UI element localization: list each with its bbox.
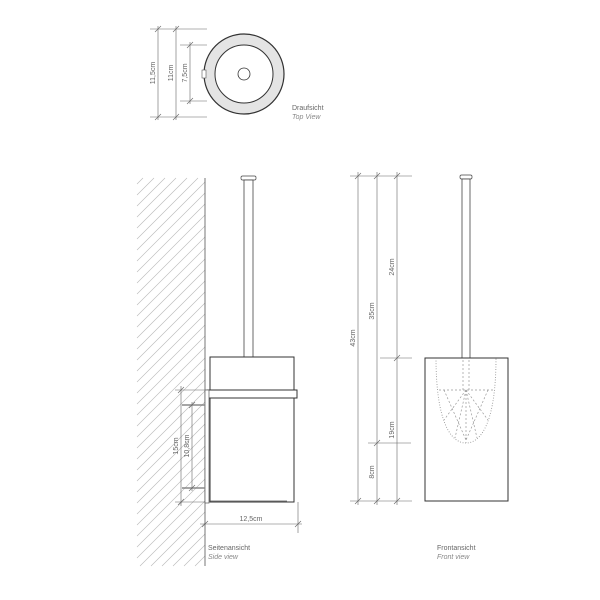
hatch-line	[136, 203, 206, 273]
hatch-line	[150, 511, 206, 567]
brush-handle	[461, 178, 471, 359]
wall-hatching	[136, 177, 206, 567]
hatch-line	[136, 434, 206, 504]
view-subtitle: Top View	[292, 114, 321, 121]
hatch-line	[136, 379, 206, 449]
hatch-line	[136, 390, 206, 460]
hatch-line	[136, 423, 206, 493]
hatch-line	[136, 456, 206, 526]
dim-label: 19cm	[389, 421, 396, 438]
hatch-line	[136, 177, 177, 218]
holder-ring	[206, 389, 298, 399]
side-view: 15cm 10,8cm 12,5cm Seitenansicht Side vi…	[136, 175, 302, 567]
hatch-line	[136, 467, 206, 537]
hatch-line	[136, 357, 206, 427]
dim-label: 10,8cm	[184, 434, 191, 457]
hatch-line	[136, 324, 206, 394]
hatch-line	[136, 313, 206, 383]
hatch-line	[136, 412, 206, 482]
hatch-line	[136, 247, 206, 317]
hatch-line	[136, 177, 199, 240]
hatch-line	[136, 280, 206, 350]
top-view: 11,5cm 11cm 7,5cm Draufsicht Top View	[150, 25, 324, 121]
hatch-line	[136, 401, 206, 471]
hatch-line	[136, 335, 206, 405]
dim-label: 15cm	[173, 437, 180, 454]
dim-label: 35cm	[369, 302, 376, 319]
dim-label: 8cm	[369, 465, 376, 478]
view-subtitle: Front view	[437, 554, 470, 561]
hatch-line	[161, 522, 206, 567]
hatch-line	[136, 192, 206, 262]
dim-label: 12,5cm	[240, 516, 263, 523]
hatch-line	[194, 555, 206, 567]
hatch-line	[136, 368, 206, 438]
hatch-line	[136, 181, 206, 251]
hatch-line	[136, 225, 206, 295]
hatch-line	[136, 478, 206, 548]
holder-container	[209, 356, 295, 503]
view-title: Seitenansicht	[208, 545, 250, 552]
hatch-line	[136, 214, 206, 284]
hatch-line	[183, 544, 206, 567]
hatch-line	[136, 258, 206, 328]
view-title: Draufsicht	[292, 105, 324, 112]
brush-handle	[243, 179, 254, 358]
hatch-line	[136, 346, 206, 416]
hatch-line	[136, 269, 206, 339]
view-title: Frontansicht	[437, 545, 476, 552]
hatch-line	[172, 533, 206, 567]
hatch-line	[136, 177, 155, 196]
hatch-line	[136, 489, 206, 559]
hatch-line	[136, 177, 188, 229]
front-view: 43cm 35cm 24cm 19cm 8cm Frontansicht Fro…	[350, 172, 509, 561]
hatch-line	[136, 291, 206, 361]
brush-bristles-hidden-lines	[439, 360, 494, 443]
bracket-tab	[201, 69, 207, 79]
dim-label: 24cm	[389, 258, 396, 275]
hatch-line	[136, 302, 206, 372]
hatch-line	[136, 445, 206, 515]
dim-label: 43cm	[350, 329, 357, 346]
wall-bracket	[204, 389, 210, 504]
holder-container	[424, 357, 509, 502]
dim-label: 11,5cm	[150, 62, 157, 85]
hatch-line	[136, 177, 166, 207]
hatch-line	[136, 236, 206, 306]
handle-cap	[459, 174, 473, 180]
hatch-line	[139, 500, 206, 567]
hatch-line	[136, 177, 144, 185]
dim-label: 11cm	[168, 65, 175, 82]
handle-cap	[240, 175, 257, 181]
view-subtitle: Side view	[208, 554, 239, 561]
brush-handle-top	[237, 67, 251, 81]
dim-label: 7,5cm	[182, 63, 189, 82]
